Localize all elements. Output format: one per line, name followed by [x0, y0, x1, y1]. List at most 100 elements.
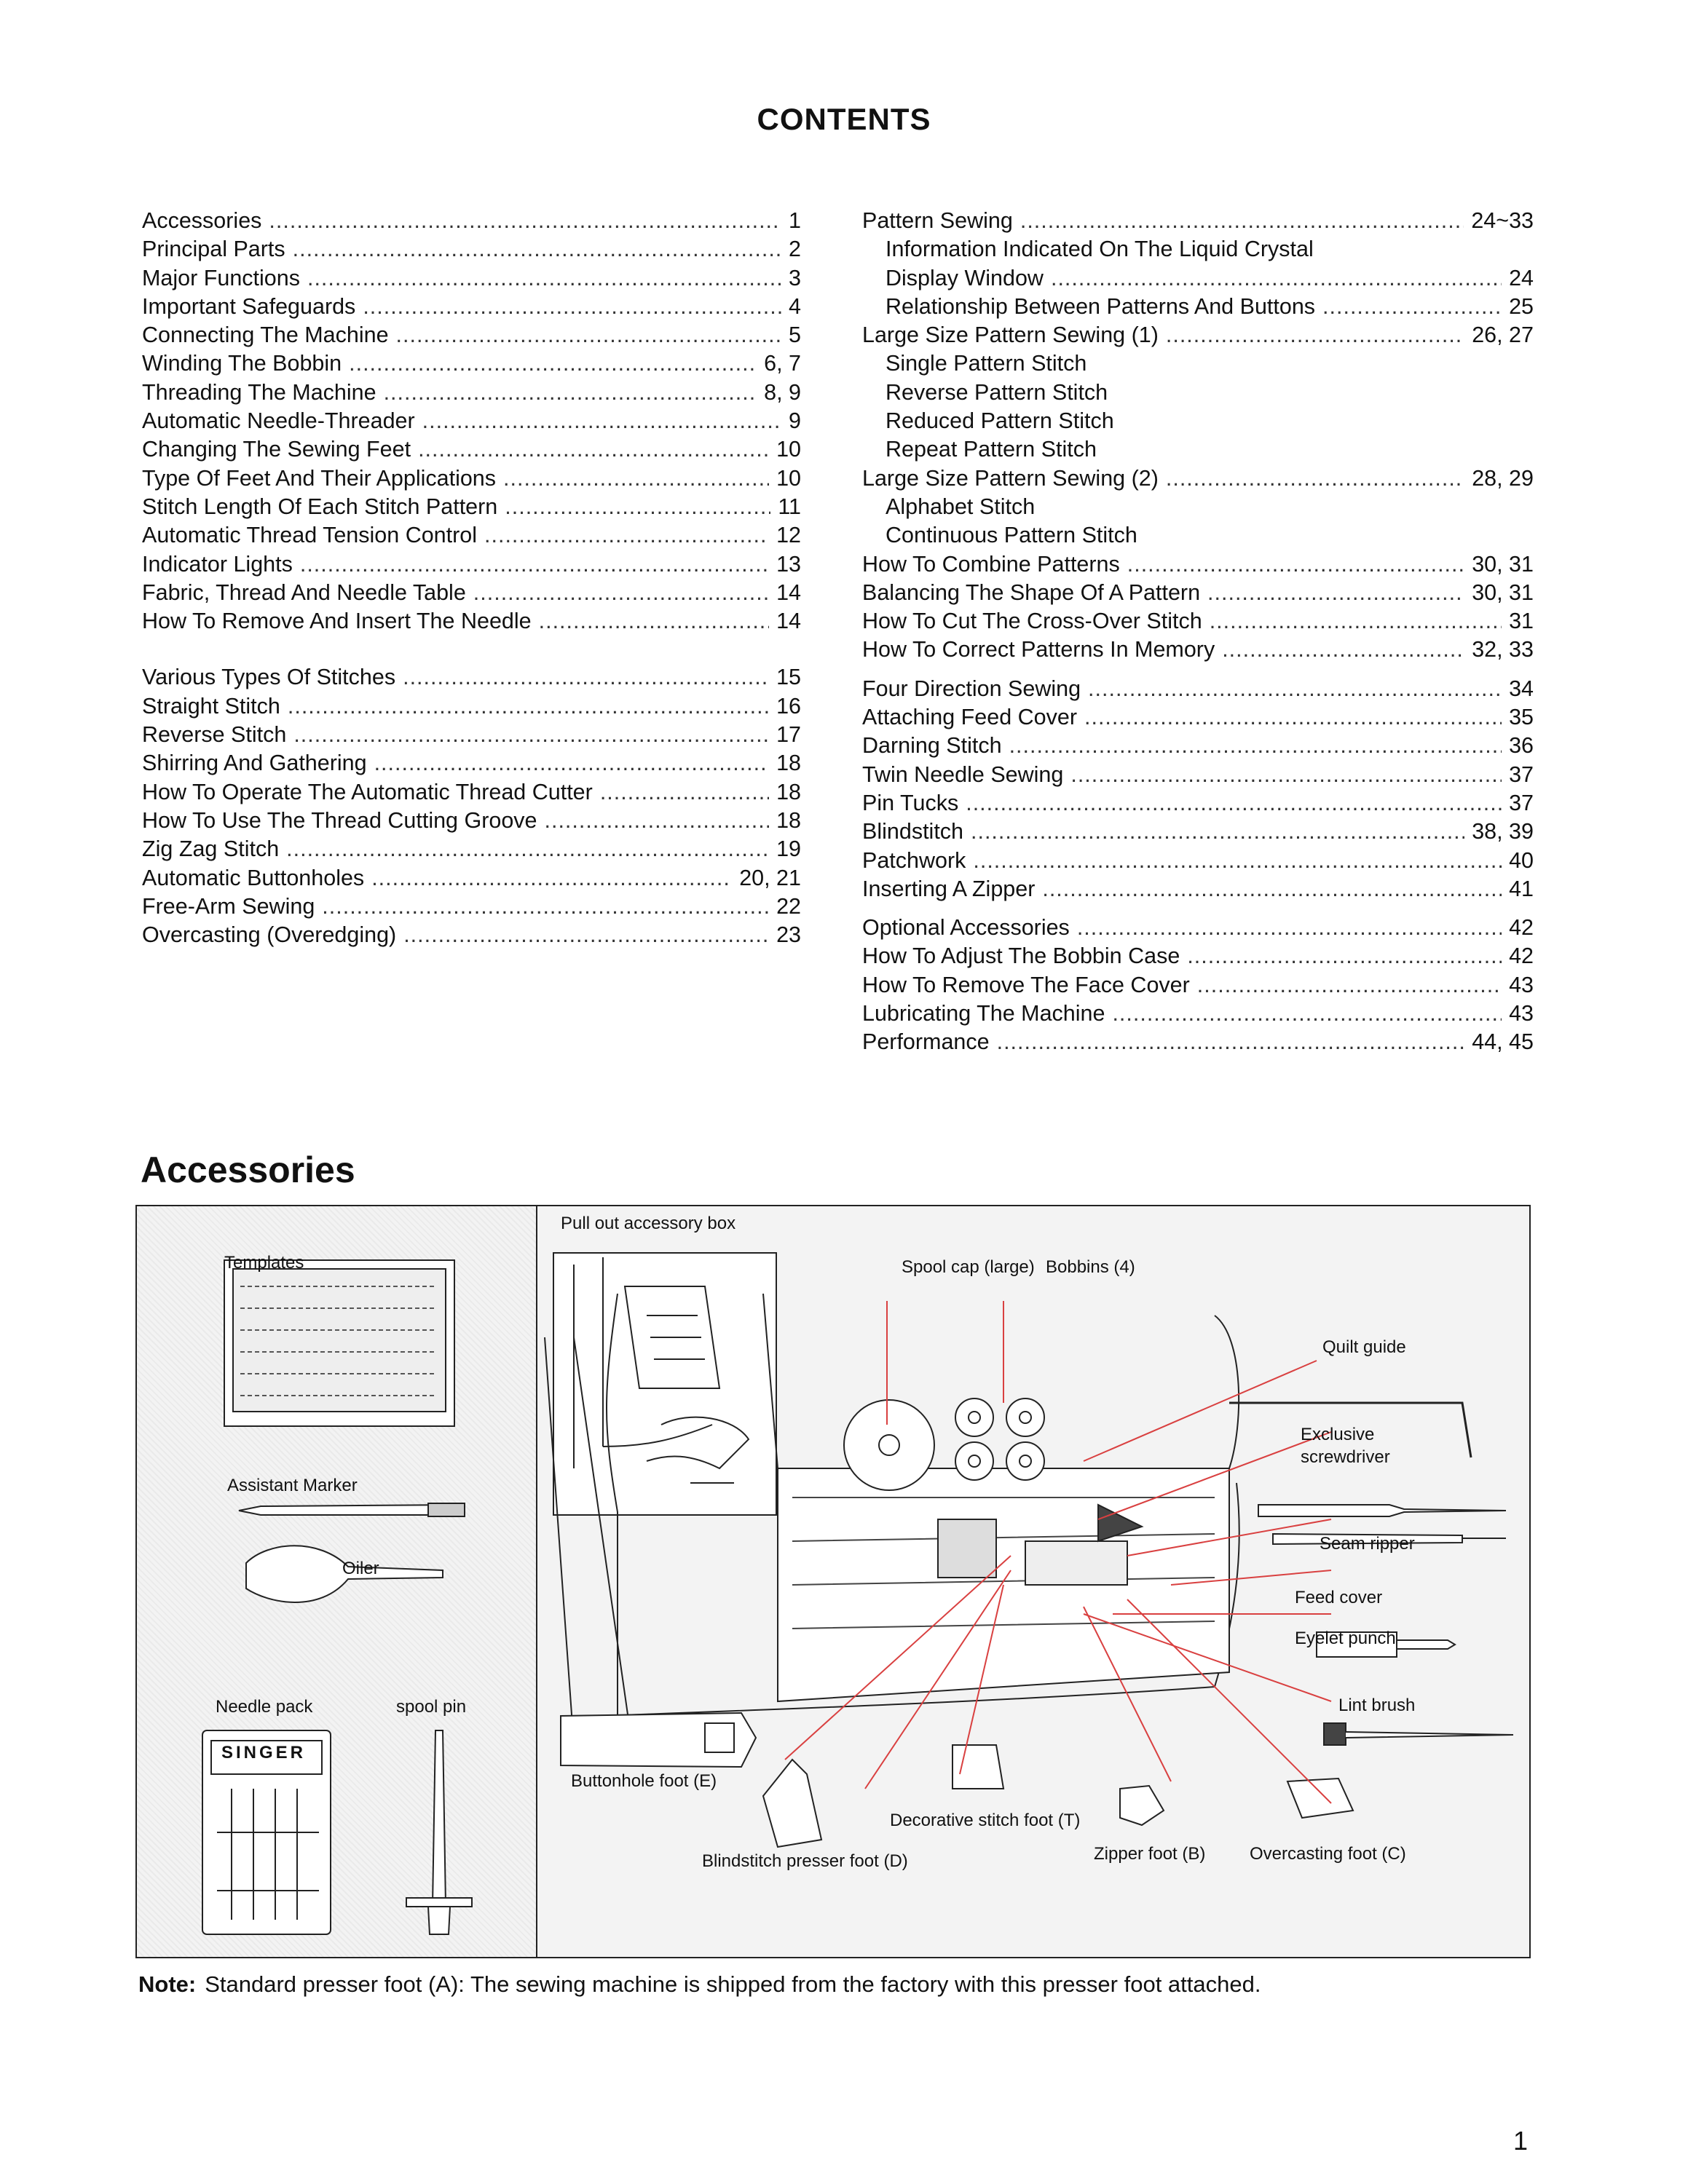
toc-entry-title: Major Functions	[142, 265, 300, 290]
toc-entry[interactable]: Overcasting (Overedging)23	[142, 921, 801, 949]
toc-entry-title: Stitch Length Of Each Stitch Pattern	[142, 494, 498, 519]
toc-entry[interactable]: Shirring And Gathering18	[142, 749, 801, 778]
toc-dot-leader	[418, 435, 769, 464]
toc-entry-title: Connecting The Machine	[142, 323, 389, 348]
toc-entry[interactable]: Automatic Thread Tension Control12	[142, 521, 801, 550]
toc-entry[interactable]: Zig Zag Stitch19	[142, 835, 801, 863]
accessories-heading: Accessories	[141, 1150, 355, 1190]
toc-entry[interactable]: Stitch Length Of Each Stitch Pattern11	[142, 493, 801, 521]
toc-entry-page: 43	[1509, 972, 1534, 997]
toc-entry[interactable]: How To Use The Thread Cutting Groove18	[142, 807, 801, 835]
toc-dot-leader	[396, 321, 781, 349]
toc-entry[interactable]: How To Operate The Automatic Thread Cutt…	[142, 778, 801, 807]
toc-entry[interactable]: Connecting The Machine5	[142, 321, 801, 349]
toc-entry[interactable]: Large Size Pattern Sewing (2)28, 29	[862, 464, 1534, 493]
toc-entry-title: Winding The Bobbin	[142, 351, 342, 376]
toc-entry[interactable]: Large Size Pattern Sewing (1)26, 27	[862, 321, 1534, 349]
toc-entry[interactable]: Lubricating The Machine 43	[862, 1000, 1534, 1028]
toc-entry-page: 42	[1509, 943, 1534, 969]
toc-entry[interactable]: Blindstitch38, 39	[862, 818, 1534, 846]
toc-dot-leader	[505, 493, 770, 521]
toc-entry[interactable]: How To Remove And Insert The Needle14	[142, 607, 801, 636]
toc-entry[interactable]: Reverse Stitch17	[142, 721, 801, 749]
toc-entry[interactable]: Straight Stitch16	[142, 692, 801, 721]
singer-logo-text: SINGER	[221, 1743, 307, 1762]
toc-entry[interactable]: Pattern Sewing24~33	[862, 207, 1534, 235]
toc-entry[interactable]: Balancing The Shape Of A Pattern30, 31	[862, 579, 1534, 607]
toc-entry[interactable]: Display Window 24	[862, 264, 1534, 293]
toc-dot-leader	[1197, 971, 1502, 1000]
toc-dot-leader	[293, 721, 769, 749]
toc-entry[interactable]: Automatic Buttonholes20, 21	[142, 864, 801, 893]
toc-entry[interactable]: Optional Accessories42	[862, 914, 1534, 942]
toc-entry[interactable]: Inserting A Zipper41	[862, 875, 1534, 903]
toc-entry-title: Lubricating The Machine	[862, 1001, 1105, 1026]
toc-entry[interactable]: How To Remove The Face Cover 43	[862, 971, 1534, 1000]
toc-entry[interactable]: Accessories1	[142, 207, 801, 235]
toc-entry[interactable]: Winding The Bobbin6, 7	[142, 349, 801, 378]
toc-entry[interactable]: Major Functions 3	[142, 264, 801, 293]
toc-entry-title: Large Size Pattern Sewing (2)	[862, 465, 1159, 491]
toc-dot-leader	[286, 835, 769, 863]
toc-entry[interactable]: Important Safeguards4	[142, 293, 801, 321]
page-number: 1	[1513, 2126, 1529, 2156]
toc-dot-leader	[403, 921, 769, 949]
toc-entry-page: 43	[1509, 1001, 1534, 1026]
toc-entry[interactable]: Principal Parts2	[142, 235, 801, 264]
toc-entry[interactable]: Four Direction Sewing34	[862, 675, 1534, 703]
toc-entry[interactable]: Twin Needle Sewing 37	[862, 761, 1534, 789]
toc-dot-leader	[1127, 550, 1464, 579]
toc-entry[interactable]: How To Adjust The Bobbin Case42	[862, 942, 1534, 970]
toc-entry[interactable]: Patchwork40	[862, 847, 1534, 875]
toc-entry-page: 24	[1509, 265, 1534, 290]
toc-entry-title: Pin Tucks	[862, 790, 959, 815]
toc-entry[interactable]: How To Combine Patterns30, 31	[862, 550, 1534, 579]
toc-entry-page: 37	[1509, 761, 1534, 787]
toc-subentry: Continuous Pattern Stitch	[886, 523, 1137, 548]
toc-entry-title: Twin Needle Sewing	[862, 761, 1064, 787]
toc-section-gap	[142, 636, 801, 663]
toc-entry-title: How To Remove The Face Cover	[862, 972, 1190, 997]
toc-entry-page: 15	[776, 665, 801, 690]
toc-entry[interactable]: Type Of Feet And Their Applications10	[142, 464, 801, 493]
toc-entry[interactable]: Free-Arm Sewing22	[142, 893, 801, 921]
toc-entry[interactable]: Performance44, 45	[862, 1028, 1534, 1056]
seam-ripper-label: Seam ripper	[1320, 1534, 1415, 1554]
toc-entry[interactable]: Automatic Needle-Threader9	[142, 407, 801, 435]
toc-entry-title: Indicator Lights	[142, 551, 293, 577]
toc-section-gap	[862, 903, 1534, 914]
toc-dot-leader	[1077, 914, 1502, 942]
toc-entry-page: 25	[1509, 293, 1534, 319]
toc-entry-title: Shirring And Gathering	[142, 751, 367, 776]
toc-dot-leader	[1166, 464, 1464, 493]
toc-entry-page: 40	[1509, 847, 1534, 873]
toc-entry[interactable]: Attaching Feed Cover35	[862, 703, 1534, 732]
toc-entry[interactable]: How To Cut The Cross-Over Stitch31	[862, 607, 1534, 636]
toc-entry-title: Free-Arm Sewing	[142, 893, 315, 919]
overcasting-foot-label: Overcasting foot (C)	[1250, 1844, 1406, 1864]
decorative-foot-label: Decorative stitch foot (T)	[890, 1811, 1081, 1830]
toc-entry[interactable]: Indicator Lights13	[142, 550, 801, 579]
toc-entry[interactable]: Various Types Of Stitches15	[142, 663, 801, 692]
toc-entry[interactable]: Fabric, Thread And Needle Table14	[142, 579, 801, 607]
toc-entry[interactable]: How To Correct Patterns In Memory32, 33	[862, 636, 1534, 664]
toc-subentry: Reduced Pattern Stitch	[886, 408, 1114, 434]
accessory-box-inset	[553, 1252, 777, 1516]
toc-entry[interactable]: Threading The Machine8, 9	[142, 379, 801, 407]
toc-dot-leader	[1070, 761, 1502, 789]
toc-entry-page: 3	[789, 265, 801, 290]
toc-entry-title: Pattern Sewing	[862, 208, 1013, 233]
toc-entry[interactable]: Relationship Between Patterns And Button…	[862, 293, 1534, 321]
toc-entry[interactable]: Pin Tucks37	[862, 789, 1534, 818]
screwdriver-label-1: Exclusive	[1301, 1425, 1375, 1444]
toc-entry-page: 1	[789, 208, 801, 233]
toc-entry-page: 14	[776, 579, 801, 605]
footnote: Note:Standard presser foot (A): The sewi…	[138, 1971, 1261, 1998]
toc-entry-title: Display Window	[886, 265, 1044, 290]
toc-entry-title: Automatic Buttonholes	[142, 865, 365, 890]
eyelet-punch-label: Eyelet punch	[1295, 1629, 1396, 1648]
toc-entry[interactable]: Changing The Sewing Feet10	[142, 435, 801, 464]
toc-entry[interactable]: Darning Stitch36	[862, 732, 1534, 760]
bobbins-label: Bobbins (4)	[1046, 1257, 1135, 1277]
